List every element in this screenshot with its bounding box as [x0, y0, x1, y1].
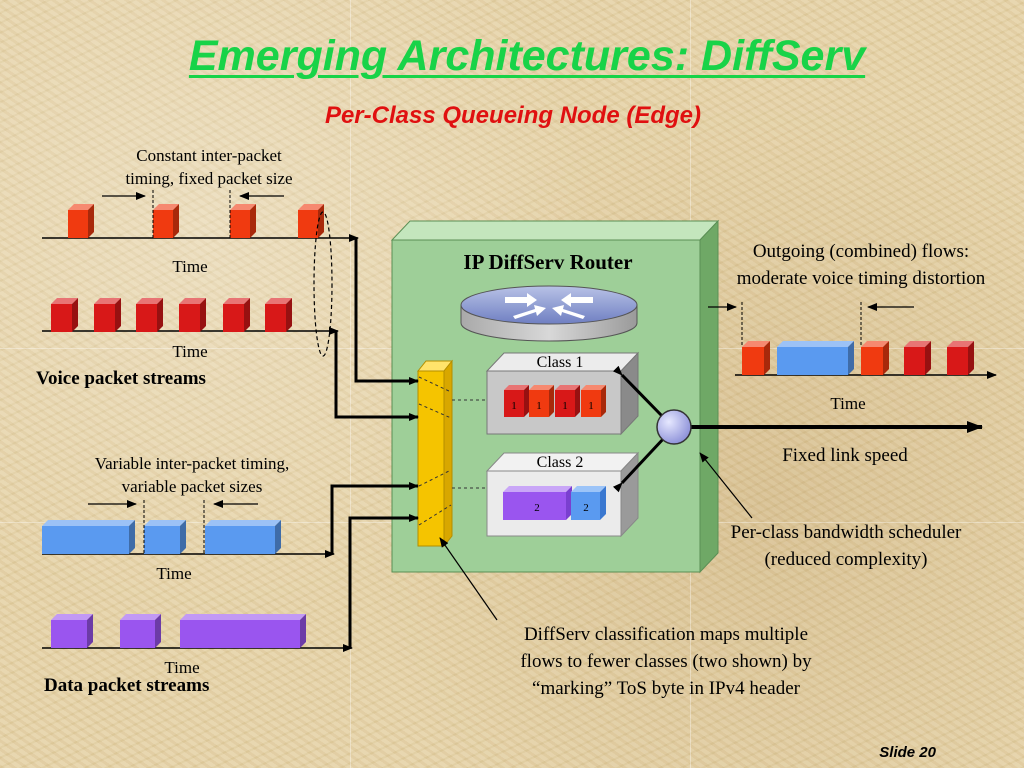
voice-timing-markers — [102, 190, 284, 238]
data-route-2 — [348, 514, 419, 648]
class1-mark: 1 — [588, 400, 594, 412]
voice-packet — [51, 298, 78, 332]
voice-time-label-1: Time — [172, 257, 208, 276]
slide-title: Emerging Architectures: DiffServ — [188, 32, 866, 80]
voice-packet — [136, 298, 163, 332]
voice-route-2 — [334, 331, 419, 421]
voice-stream-2 — [51, 298, 292, 332]
class1-packet-voice: 1 — [581, 385, 606, 417]
data-packet — [144, 520, 186, 554]
voice-packet — [742, 341, 770, 375]
classification-text: DiffServ classification maps multiple fl… — [520, 624, 812, 699]
voice-packet — [68, 204, 94, 238]
voice-packet — [947, 341, 974, 375]
data-route-1 — [330, 482, 419, 554]
data-packet — [777, 341, 854, 375]
scheduler-label: Per-class bandwidth scheduler (reduced c… — [700, 519, 992, 573]
class1-mark: 1 — [536, 400, 542, 412]
voice-packet — [265, 298, 292, 332]
class2-packet-data: 2 — [571, 486, 606, 520]
data-streams-label: Data packet streams — [44, 675, 210, 696]
data-packet — [51, 614, 93, 648]
voice-route-1 — [354, 238, 419, 385]
data-time-label-1: Time — [156, 564, 192, 583]
outgoing-flows-text: Outgoing (combined) flows: moderate voic… — [736, 241, 986, 289]
class1-packets: 1 1 1 1 — [504, 385, 606, 417]
class2-to-scheduler-arrow — [612, 435, 667, 493]
outgoing-flows-label: Outgoing (combined) flows: moderate voic… — [708, 238, 1014, 292]
voice-packet — [153, 204, 179, 238]
voice-packet — [223, 298, 250, 332]
voice-packet — [179, 298, 206, 332]
scheduler-text: Per-class bandwidth scheduler (reduced c… — [730, 522, 962, 570]
class1-mark: 1 — [511, 400, 517, 412]
voice-packet — [861, 341, 889, 375]
output-time-label: Time — [830, 394, 866, 413]
voice-packet — [230, 204, 256, 238]
voice-note-text: Constant inter-packet timing, fixed pack… — [125, 146, 293, 188]
scheduler-node — [656, 409, 692, 445]
class1-packet-voice: 1 — [529, 385, 554, 417]
data-timing-note: Variable inter-packet timing, variable p… — [72, 452, 312, 498]
class2-mark: 2 — [534, 502, 540, 514]
data-packet — [205, 520, 281, 554]
data-timing-markers — [88, 500, 258, 554]
voice-packet — [94, 298, 121, 332]
voice-packet — [298, 204, 324, 238]
class1-packet-voice: 1 — [504, 385, 529, 417]
class1-label: Class 1 — [537, 354, 584, 371]
data-note-text: Variable inter-packet timing, variable p… — [94, 454, 290, 496]
class1-packet-voice: 1 — [555, 385, 580, 417]
classifier-bar — [416, 359, 454, 548]
data-stream-2 — [51, 614, 306, 648]
data-packet — [180, 614, 306, 648]
class2-packet-data: 2 — [503, 486, 572, 520]
voice-streams-label: Voice packet streams — [36, 368, 206, 389]
voice-timing-note: Constant inter-packet timing, fixed pack… — [104, 144, 314, 190]
class2-label: Class 2 — [537, 454, 584, 471]
background-seam — [350, 0, 351, 768]
classification-callout-arrow — [439, 537, 498, 621]
class2-mark: 2 — [583, 502, 589, 514]
voice-stream-1 — [68, 204, 324, 238]
voice-packet — [904, 341, 931, 375]
voice-time-label-2: Time — [172, 342, 208, 361]
classification-label: DiffServ classification maps multiple fl… — [478, 621, 854, 702]
output-stream — [742, 341, 974, 375]
output-timing-markers — [708, 302, 914, 345]
data-packet — [120, 614, 161, 648]
class1-to-scheduler-arrow — [612, 365, 666, 420]
voice-alignment-ellipse — [313, 211, 333, 357]
scheduler-callout-arrow — [699, 452, 753, 519]
router-title: IP DiffServ Router — [463, 250, 632, 274]
data-stream-1 — [42, 520, 281, 554]
data-time-label-2: Time — [164, 658, 200, 677]
slide-subtitle: Per-Class Queueing Node (Edge) — [324, 102, 702, 129]
class2-packets: 2 2 — [503, 486, 606, 520]
data-packet — [42, 520, 135, 554]
router-icon — [460, 285, 638, 342]
slide-number: Slide 20 — [879, 744, 936, 761]
fixed-link-speed-label: Fixed link speed — [782, 445, 908, 466]
class1-mark: 1 — [562, 400, 568, 412]
